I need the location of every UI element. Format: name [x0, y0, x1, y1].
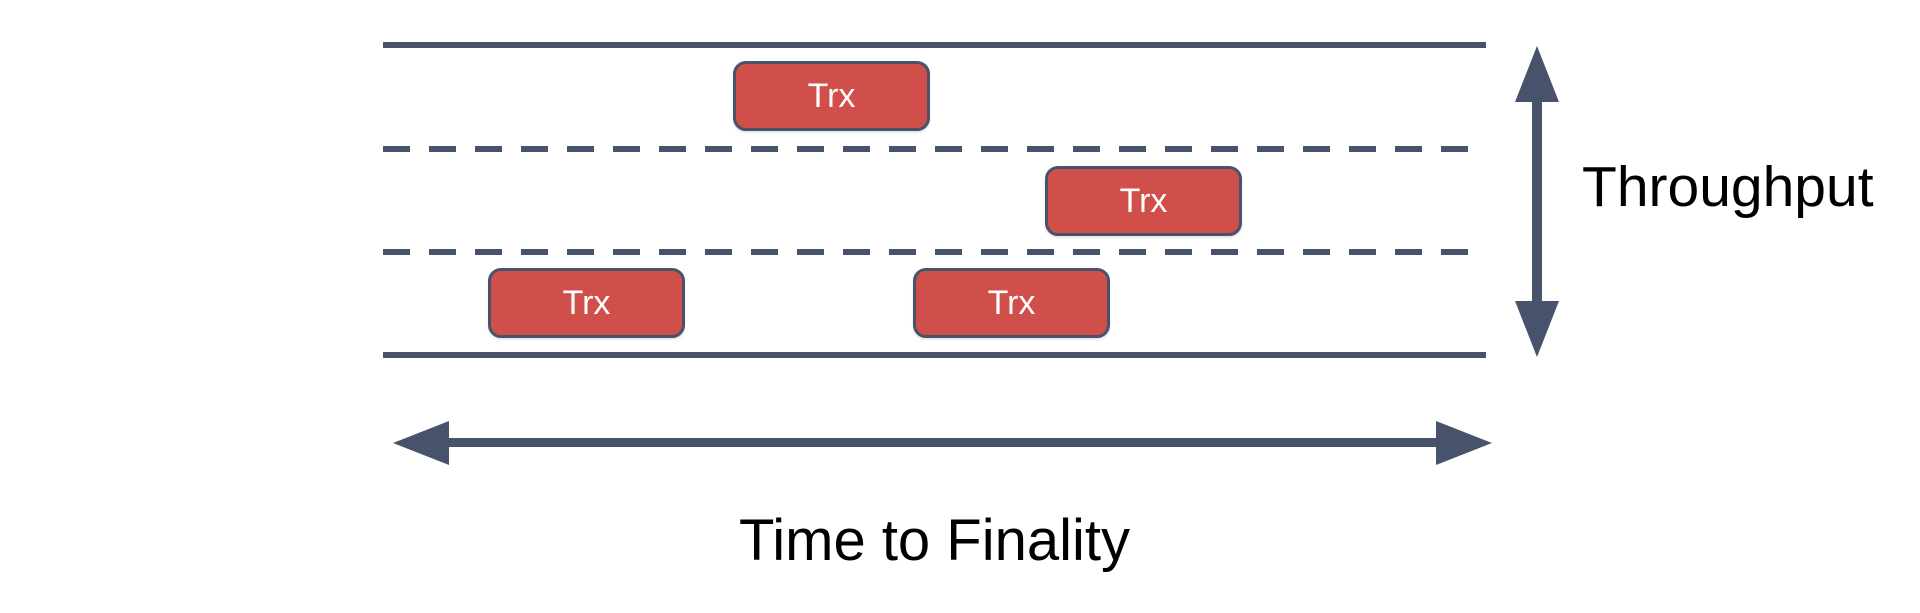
trx-box: Trx [913, 268, 1110, 338]
lane-divider-dashed-line-1 [383, 146, 1486, 152]
throughput-double-arrow-icon [1515, 46, 1559, 357]
trx-box-label: Trx [1119, 181, 1168, 220]
time-to-finality-label: Time to Finality [738, 508, 1131, 573]
lane-boundary-top-line [383, 42, 1486, 48]
trx-box-label: Trx [987, 283, 1036, 322]
trx-box: Trx [488, 268, 685, 338]
lane-divider-dashed-line-2 [383, 249, 1486, 255]
trx-box-label: Trx [562, 283, 611, 322]
trx-box-label: Trx [807, 76, 856, 115]
trx-box: Trx [1045, 166, 1242, 236]
time-axis-double-arrow-icon [393, 421, 1492, 465]
trx-box: Trx [733, 61, 930, 131]
throughput-label: Throughput [1582, 155, 1874, 219]
lane-boundary-bottom-line [383, 352, 1486, 358]
